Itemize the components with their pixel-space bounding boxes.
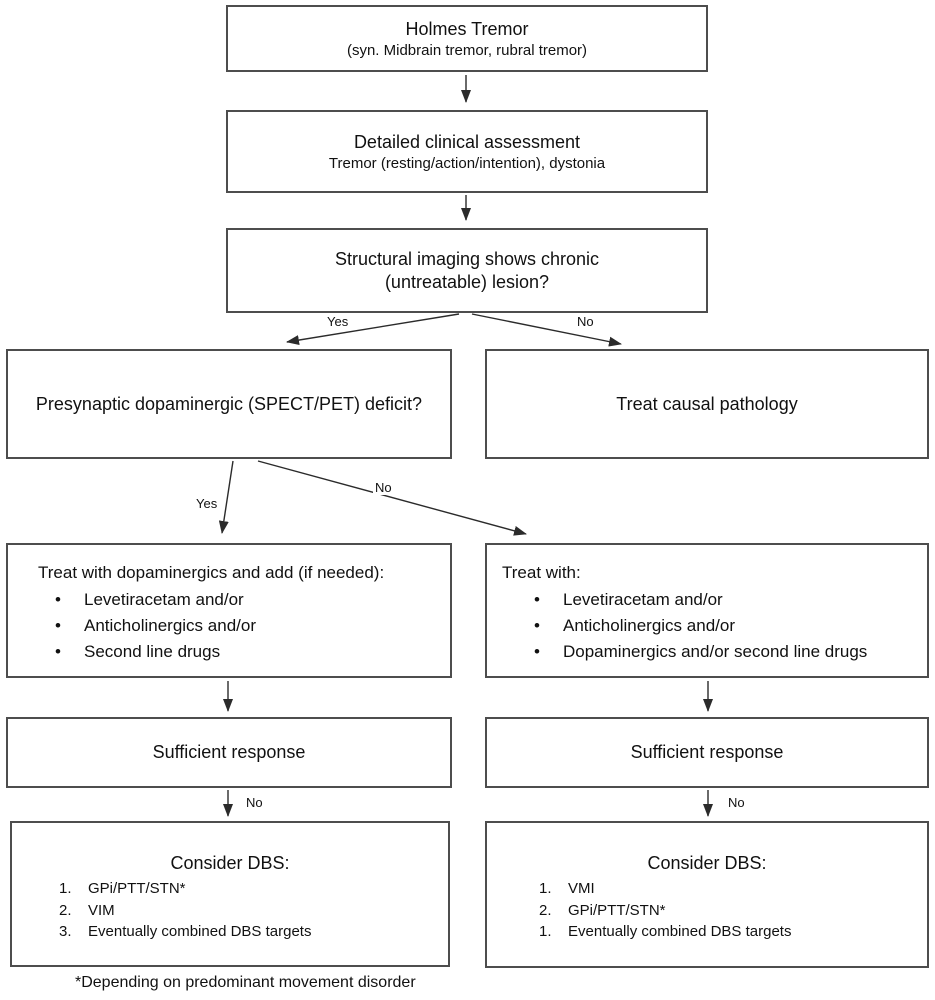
node-treat-dopaminergics: Treat with dopaminergics and add (if nee… [6,543,452,678]
edge-label-response-left-no: No [244,795,265,810]
node-sufficient-response-right: Sufficient response [485,717,929,788]
edge-imaging-yes [286,313,460,346]
list-item: • Anticholinergics and/or [534,613,927,639]
node-treat-causal-pathology: Treat causal pathology [485,349,929,459]
node-title: Sufficient response [152,742,306,762]
list-item: 1. VMI [539,878,927,900]
edge-spect-yes [218,460,234,534]
node-title-line2: (untreatable) lesion? [384,271,550,292]
list-marker: • [55,590,61,609]
node-subtitle: (syn. Midbrain tremor, rubral tremor) [346,41,588,59]
node-title: Holmes Tremor [405,18,529,39]
node-title: Consider DBS: [647,853,767,873]
list-marker: • [534,590,540,609]
edge-label-imaging-no: No [575,314,596,329]
list-text: GPi/PTT/STN* [568,901,666,919]
node-holmes-tremor: Holmes Tremor (syn. Midbrain tremor, rub… [226,5,708,72]
node-title: Detailed clinical assessment [353,131,581,152]
edge-label-spect-yes: Yes [194,496,220,511]
edge-label-spect-no: No [373,480,394,495]
list-text: Eventually combined DBS targets [88,923,312,940]
list-item: • Second line drugs [55,639,450,665]
list-marker: 2. [539,901,552,919]
list-marker: • [55,642,61,661]
list-text: GPi/PTT/STN* [88,880,186,897]
list-marker: 1. [539,923,552,940]
list-marker: 1. [539,880,552,897]
list-item: 2. GPi/PTT/STN* [539,900,927,922]
list-text: VMI [568,880,595,897]
edge-label-response-right-no: No [726,795,747,810]
list-item: • Anticholinergics and/or [55,613,450,639]
node-consider-dbs-left: Consider DBS: 1. GPi/PTT/STN* 2. VIM 3. Event… [10,821,450,967]
list-item: 3. Eventually combined DBS targets [59,921,448,943]
edge-label-imaging-yes: Yes [325,314,351,329]
node-title: Presynaptic dopaminergic (SPECT/PET) def… [35,393,423,414]
node-title: Treat with: [502,563,581,582]
list-text: VIM [88,901,115,919]
list-text: Second line drugs [84,642,221,661]
list-marker: • [55,616,61,635]
list-marker: 2. [59,901,72,919]
node-title: Treat with dopaminergics and add (if nee… [38,563,385,582]
list-marker: 3. [59,923,72,940]
list-marker: 1. [59,880,72,897]
node-consider-dbs-right: Consider DBS: 1. VMI 2. GPi/PTT/STN* 1. Event… [485,821,929,968]
node-spect-pet-deficit: Presynaptic dopaminergic (SPECT/PET) def… [6,349,452,459]
list-text: Levetiracetam and/or [84,590,244,609]
list-text: Levetiracetam and/or [563,590,723,609]
list-item: 1. GPi/PTT/STN* [59,878,448,900]
list-marker: • [534,642,540,661]
list-item: • Levetiracetam and/or [55,587,450,613]
list-item: • Levetiracetam and/or [534,587,927,613]
edge-spect-no [257,460,527,536]
list-item: 1. Eventually combined DBS targets [539,921,927,943]
list-item: 2. VIM [59,900,448,922]
dbs-target-list: 1. VMI 2. GPi/PTT/STN* 1. Eventually combined… [487,878,927,943]
dbs-target-list: 1. GPi/PTT/STN* 2. VIM 3. Eventually combined… [12,878,448,943]
node-title: Sufficient response [630,742,784,762]
list-text: Dopaminergics and/or second line drugs [563,642,868,661]
node-title: Treat causal pathology [616,393,798,414]
node-subtitle: Tremor (resting/action/intention), dysto… [328,154,606,172]
node-treat-with: Treat with: • Levetiracetam and/or • Antich… [485,543,929,678]
list-text: Anticholinergics and/or [563,616,735,635]
list-text: Anticholinergics and/or [84,616,256,635]
drug-bullet-list: • Levetiracetam and/or • Anticholinergics a… [8,587,450,665]
footnote: *Depending on predominant movement disor… [75,974,416,991]
node-clinical-assessment: Detailed clinical assessment Tremor (res… [226,110,708,193]
node-title: Consider DBS: [170,853,290,873]
drug-bullet-list: • Levetiracetam and/or • Anticholinergics a… [487,587,927,665]
list-item: • Dopaminergics and/or second line drugs [534,639,927,665]
node-structural-imaging: Structural imaging shows chronic (untrea… [226,228,708,313]
node-sufficient-response-left: Sufficient response [6,717,452,788]
list-text: Eventually combined DBS targets [568,923,792,940]
edge-imaging-no [471,313,622,347]
list-marker: • [534,616,540,635]
node-title-line1: Structural imaging shows chronic [334,248,600,269]
